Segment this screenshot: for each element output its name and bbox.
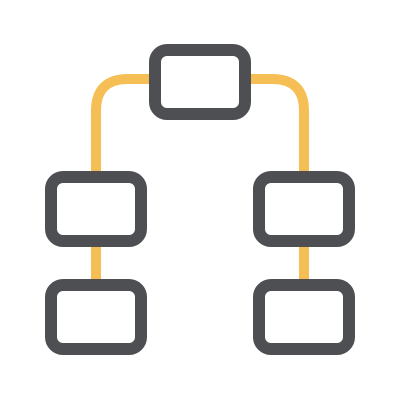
node-left-bottom: [45, 279, 147, 355]
connector-right-arc: [248, 74, 309, 171]
node-right-middle: [253, 171, 355, 247]
node-right-bottom: [253, 279, 355, 355]
node-root: [149, 44, 251, 120]
connector-left-arc: [91, 74, 150, 171]
node-left-middle: [45, 171, 147, 247]
